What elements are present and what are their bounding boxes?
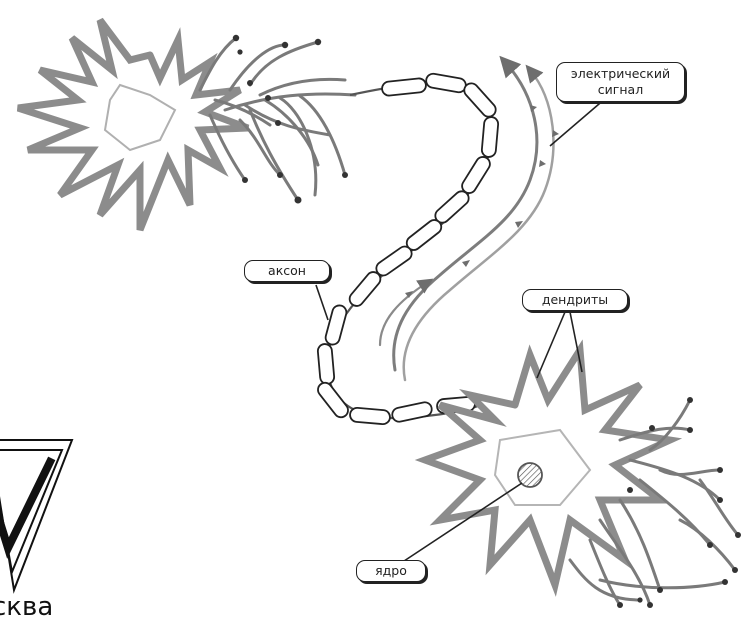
dendrites-label-text: дендриты (541, 292, 609, 307)
logo-text: сква (0, 592, 54, 622)
upper-neuron-terminals (232, 34, 348, 204)
nucleus (517, 462, 543, 488)
axon (316, 72, 500, 426)
lower-neuron-terminals (617, 397, 741, 608)
lower-neuron-body (414, 339, 683, 597)
upper-neuron (16, 17, 357, 232)
lower-neuron-body-inner (493, 428, 592, 506)
lower-neuron (414, 339, 741, 608)
lower-neuron-dendrites (568, 398, 740, 607)
electric-signal-label: электрический сигнал (556, 62, 685, 102)
leader-lines (315, 97, 607, 566)
signal-arrow-3 (378, 278, 434, 347)
upper-neuron-body-inner (103, 83, 177, 152)
logo-emblem (0, 439, 74, 594)
nucleus-label-text: ядро (375, 563, 407, 578)
upper-neuron-body (16, 17, 250, 232)
axon-leader (315, 284, 329, 321)
nucleus-label: ядро (356, 560, 426, 582)
axon-label: аксон (244, 260, 330, 282)
axon-label-text: аксон (268, 263, 306, 278)
electric-signal-arrows (378, 55, 559, 382)
dendrites-leader-right (569, 311, 583, 373)
signal-arrow-2 (402, 64, 555, 382)
nucleus-leader (397, 482, 523, 566)
myelin-segments (316, 72, 500, 426)
dendrites-leader-left (536, 311, 566, 379)
electric-signal-label-line-1: электрический (570, 66, 671, 81)
signal-leader (549, 97, 607, 147)
upper-neuron-dendrites (198, 36, 357, 202)
dendrites-label: дендриты (522, 289, 628, 311)
signal-arrow-1 (392, 55, 539, 372)
electric-signal-label-line-2: сигнал (597, 82, 644, 97)
signal-arrow-ticks (405, 105, 559, 298)
